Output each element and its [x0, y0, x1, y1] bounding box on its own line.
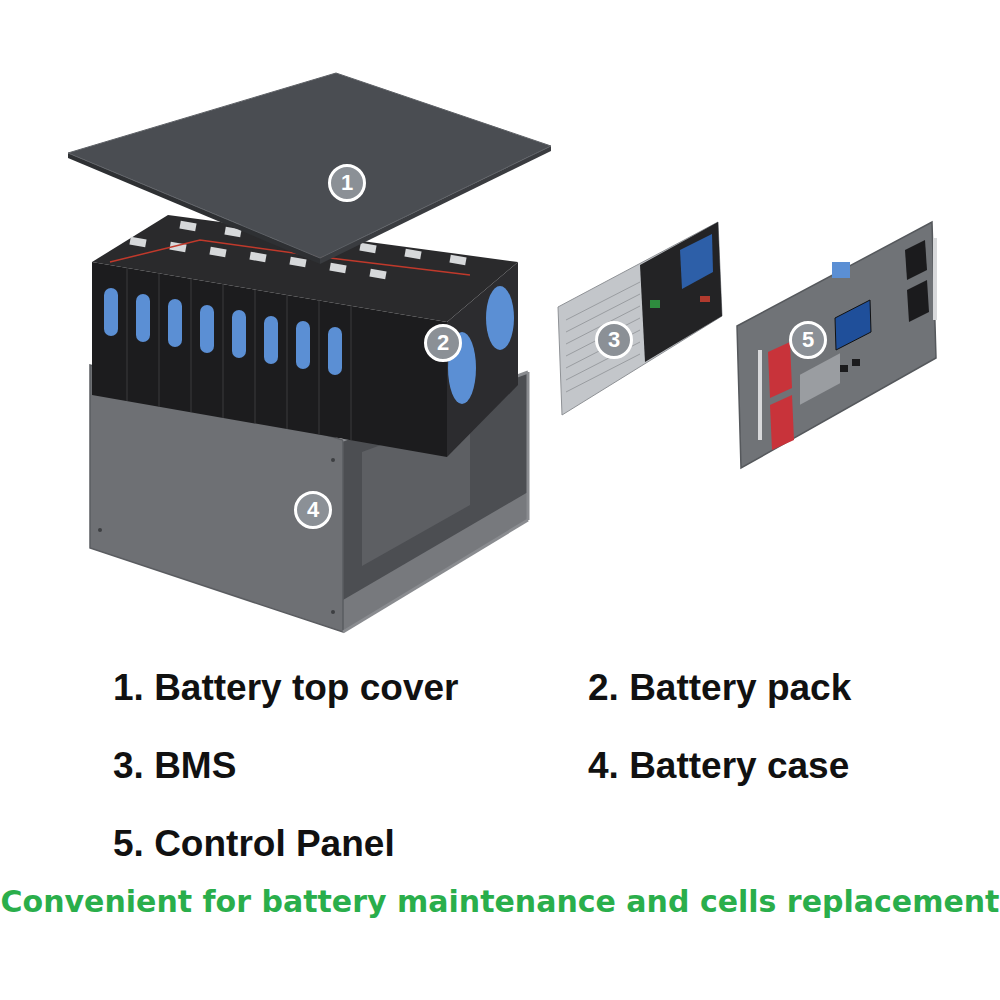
- red-handle: [770, 395, 794, 450]
- cell-dividers: [127, 268, 351, 440]
- panel-logo: [832, 262, 850, 278]
- callout-number: 5: [789, 321, 827, 359]
- callout-circle: 5: [789, 321, 827, 359]
- part-label: 4. Battery case: [588, 745, 849, 787]
- cell-window: [296, 321, 310, 369]
- callout-number: 3: [595, 321, 633, 359]
- fin: [566, 354, 640, 392]
- bms-pcb: [640, 222, 722, 362]
- terminal: [179, 221, 196, 232]
- callout-circle: 1: [328, 164, 366, 202]
- terminal: [129, 237, 146, 248]
- divider: [319, 300, 320, 434]
- case-screw: [331, 610, 335, 614]
- handle-bar: [758, 350, 762, 440]
- bms-component: [650, 300, 660, 308]
- callout-circle: 4: [294, 491, 332, 529]
- divider: [351, 306, 352, 440]
- bms-lcd: [680, 234, 713, 289]
- terminal: [329, 263, 346, 274]
- cover-plate: [68, 73, 551, 258]
- panel-port: [840, 365, 848, 372]
- control-panel: [737, 222, 936, 468]
- battery-top-cover: [68, 73, 551, 264]
- terminal: [449, 255, 466, 266]
- panel-plate: [737, 222, 936, 468]
- handle-bar: [933, 238, 937, 320]
- callout-number: 1: [328, 164, 366, 202]
- pack-side: [447, 262, 518, 457]
- terminal: [209, 247, 226, 258]
- panel-lcd: [835, 300, 871, 350]
- case-screw: [98, 528, 102, 532]
- pack-front: [92, 262, 447, 457]
- divider: [287, 295, 288, 429]
- divider: [159, 273, 160, 407]
- callout-circle: 3: [595, 321, 633, 359]
- panel-port: [852, 359, 860, 366]
- terminal: [249, 252, 266, 263]
- cell-window: [328, 327, 342, 375]
- cell-window: [168, 299, 182, 347]
- part-label: 5. Control Panel: [113, 823, 395, 865]
- bms-component: [700, 296, 710, 302]
- callout-number: 2: [424, 324, 462, 362]
- case-screw: [331, 458, 335, 462]
- terminal: [359, 243, 376, 254]
- cell-window: [486, 286, 514, 350]
- case-rim: [343, 520, 528, 632]
- cell-window: [264, 316, 278, 364]
- heatsink-fins: [566, 282, 640, 392]
- divider: [191, 279, 192, 412]
- cell-window: [200, 305, 214, 353]
- terminal: [289, 257, 306, 268]
- divider: [223, 284, 224, 418]
- case-floor: [343, 492, 528, 632]
- part-label: 2. Battery pack: [588, 667, 851, 709]
- part-label: 1. Battery top cover: [113, 667, 458, 709]
- divider: [255, 290, 256, 423]
- red-handle: [768, 342, 792, 398]
- terminal: [369, 269, 386, 280]
- cell-window: [232, 310, 246, 358]
- callout-circle: 2: [424, 324, 462, 362]
- cell-window: [104, 288, 118, 336]
- cell-window: [136, 294, 150, 342]
- divider: [127, 268, 128, 401]
- black-handle: [907, 280, 929, 322]
- terminal: [404, 249, 421, 260]
- bms-board: [558, 222, 722, 415]
- caption-text: Convenient for battery maintenance and c…: [0, 884, 1000, 919]
- black-handle: [905, 240, 927, 280]
- bms-heatsink: [558, 222, 722, 415]
- case-rim: [527, 372, 530, 520]
- panel-sticker: [800, 353, 840, 404]
- part-label: 3. BMS: [113, 745, 236, 787]
- callout-number: 4: [294, 491, 332, 529]
- fin: [566, 282, 640, 320]
